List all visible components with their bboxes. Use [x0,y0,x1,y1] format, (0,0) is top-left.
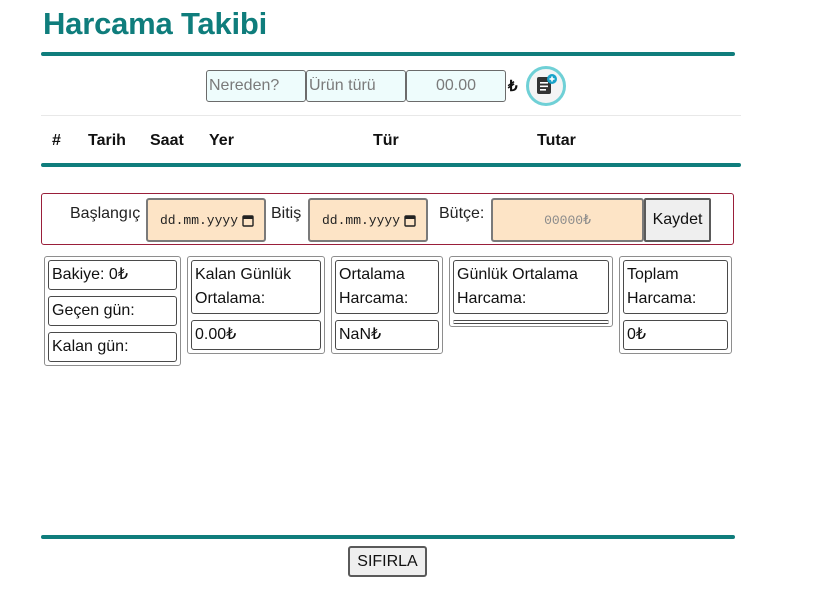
average-spending-value: NaN₺ [335,320,439,350]
start-date-label: Başlangıç [70,205,141,222]
start-date-input[interactable]: dd.mm.yyyy [146,198,266,242]
amount-input[interactable] [406,70,506,102]
end-date-value: dd.mm.yyyy [322,212,401,228]
remaining-daily-average-value: 0.00₺ [191,320,321,350]
average-spending-group: Ortalama Harcama: NaN₺ [331,256,443,354]
footer-divider [41,535,735,539]
column-header-time: Saat [150,132,184,149]
column-header-type: Tür [373,132,399,149]
currency-label: ₺ [508,78,518,95]
budget-settings-panel: Başlangıç dd.mm.yyyy Bitiş dd.mm.yyyy Bü… [41,193,734,245]
save-button[interactable]: Kaydet [644,198,711,242]
page-title: Harcama Takibi [43,6,268,41]
add-expense-button[interactable] [526,66,566,106]
remaining-daily-average-label: Kalan Günlük Ortalama: [191,260,321,314]
average-spending-label: Ortalama Harcama: [335,260,439,314]
balance-stat: Bakiye: 0₺ [48,260,177,290]
type-input[interactable] [306,70,406,102]
total-spending-value: 0₺ [623,320,728,350]
balance-stats-group: Bakiye: 0₺ Geçen gün: Kalan gün: [44,256,181,366]
title-divider [41,52,735,56]
table-bottom-divider [41,163,741,167]
daily-average-spending-value [453,320,609,324]
end-date-input[interactable]: dd.mm.yyyy [308,198,428,242]
column-header-place: Yer [209,132,234,149]
budget-input[interactable] [491,198,644,242]
daily-average-spending-group: Günlük Ortalama Harcama: [449,256,613,327]
remaining-daily-average-group: Kalan Günlük Ortalama: 0.00₺ [187,256,325,354]
start-date-value: dd.mm.yyyy [160,212,239,228]
total-spending-label: Toplam Harcama: [623,260,728,314]
days-passed-stat: Geçen gün: [48,296,177,326]
place-input[interactable] [206,70,306,102]
days-left-stat: Kalan gün: [48,332,177,362]
table-top-divider [41,115,741,116]
calendar-icon[interactable] [404,214,416,227]
column-header-date: Tarih [88,132,126,149]
total-spending-group: Toplam Harcama: 0₺ [619,256,732,354]
add-note-icon [537,74,557,94]
column-header-amount: Tutar [537,132,576,149]
reset-button[interactable]: SIFIRLA [348,546,427,577]
daily-average-spending-label: Günlük Ortalama Harcama: [453,260,609,314]
calendar-icon[interactable] [242,214,254,227]
budget-label: Bütçe: [439,205,485,222]
end-date-label: Bitiş [271,205,302,222]
column-header-index: # [52,132,61,149]
